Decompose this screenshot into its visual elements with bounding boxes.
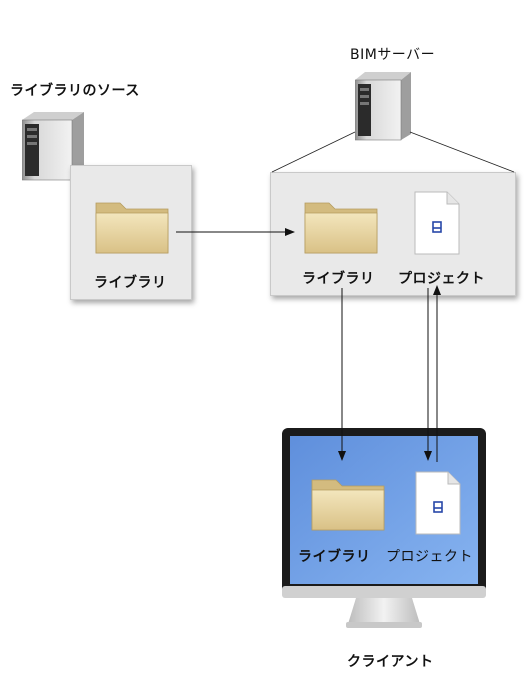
folder-icon[interactable] [310,472,386,532]
server-bracket-right [409,131,515,173]
source-title: ライブラリのソース [10,83,140,99]
folder-icon[interactable] [303,195,379,255]
project-document-icon[interactable] [414,470,462,536]
server-tower-icon [355,72,411,141]
server-tower-icon [22,112,84,181]
folder-icon[interactable] [94,195,170,255]
client-library-label: ライブラリ [298,549,371,565]
client-title: クライアント [347,654,434,670]
server-bracket-left [271,131,356,173]
source-library-label: ライブラリ [94,275,167,291]
server-panel [270,172,516,296]
server-title: BIMサーバー [350,47,436,63]
server-project-label: プロジェクト [398,271,485,287]
client-project-label: プロジェクト [386,549,473,565]
project-document-icon[interactable] [413,190,461,256]
server-library-label: ライブラリ [302,271,375,287]
